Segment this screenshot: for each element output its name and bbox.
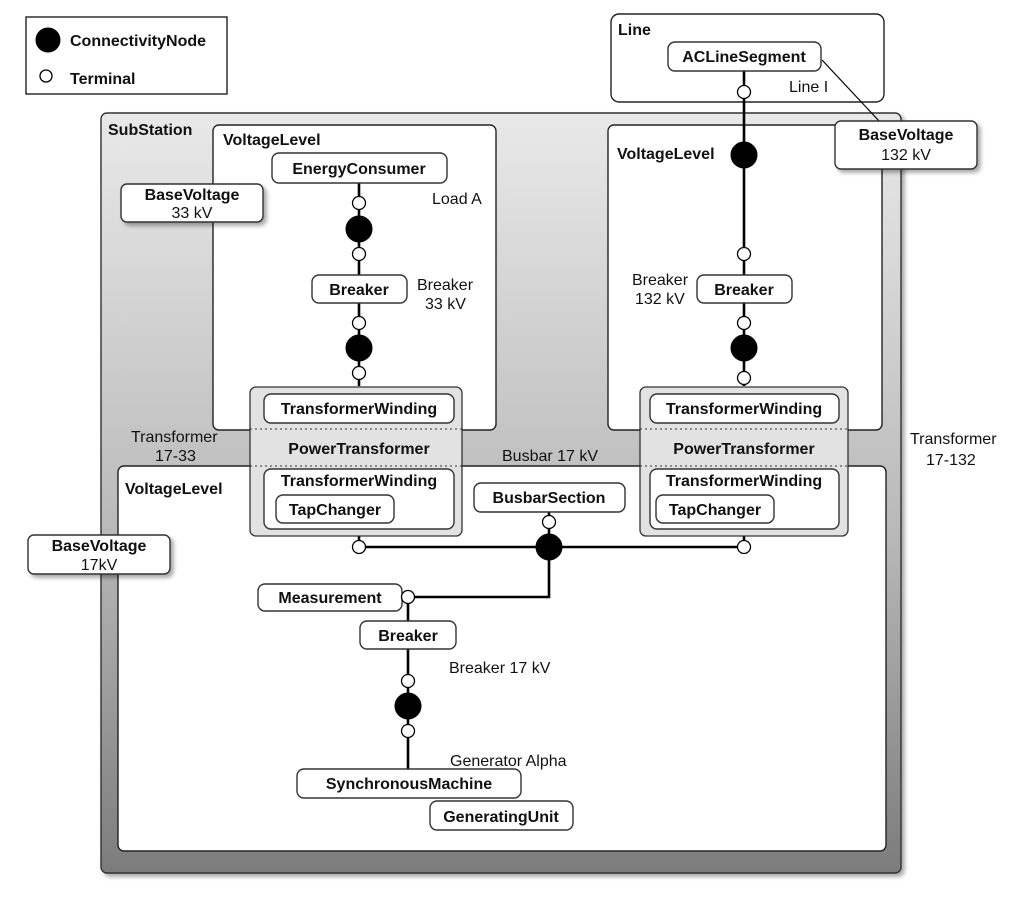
synchronous-machine-label: SynchronousMachine — [326, 776, 492, 793]
transformer-winding-right-top-box — [649, 393, 840, 424]
transformer-right-caption-line2: 17-132 — [926, 452, 976, 469]
base-voltage-33-value: 33 kV — [172, 205, 213, 222]
voltage-level-17-box — [117, 465, 887, 852]
substation-title: SubStation — [108, 122, 192, 139]
energy-consumer-label: EnergyConsumer — [292, 161, 425, 178]
breaker-17-label: Breaker — [378, 628, 438, 645]
breaker-132-caption-line1: Breaker — [632, 272, 689, 289]
breaker-33-caption-line1: Breaker — [417, 277, 474, 294]
connectivity-node — [535, 533, 563, 561]
connectivity-node — [730, 334, 758, 362]
voltage-level-132-title: VoltageLevel — [617, 146, 715, 163]
base-voltage-17-title: BaseVoltage — [52, 538, 147, 555]
transformer-left-caption-line1: Transformer — [131, 429, 218, 446]
terminal — [351, 195, 367, 211]
basevoltage-connector — [821, 59, 881, 123]
bay-33: EnergyConsumer Load A Breaker Breaker 33… — [271, 152, 482, 313]
base-voltage-17: BaseVoltage 17kV — [27, 534, 171, 575]
base-voltage-132: BaseVoltage 132 kV — [834, 120, 978, 170]
terminal — [351, 315, 367, 331]
connectivity-node — [345, 334, 373, 362]
legend-connectivity-node-label: ConnectivityNode — [70, 33, 206, 50]
breaker-17-caption: Breaker 17 kV — [449, 660, 551, 677]
terminal — [736, 84, 752, 100]
power-transformer-right-label: PowerTransformer — [673, 441, 814, 458]
base-voltage-33-box — [120, 183, 264, 223]
bay-132: Breaker Breaker 132 kV — [632, 272, 793, 308]
base-voltage-132-value: 132 kV — [881, 147, 931, 164]
generating-unit-box — [429, 800, 574, 831]
terminal — [736, 539, 752, 555]
base-voltage-17-box — [27, 534, 171, 575]
transformer-winding-left-bottom-label: TransformerWinding — [281, 473, 437, 490]
legend-box — [25, 16, 228, 95]
transformer-17-33: TransformerWinding PowerTransformer Tran… — [131, 386, 463, 537]
terminal — [351, 365, 367, 381]
tap-changer-right-label: TapChanger — [669, 502, 761, 519]
tap-changer-right-box — [655, 494, 775, 524]
transformer-winding-right-bottom-label: TransformerWinding — [666, 473, 822, 490]
voltage-level-33-title: VoltageLevel — [223, 132, 321, 149]
terminal-legend-icon — [39, 69, 53, 83]
transformer-right-caption-line1: Transformer — [910, 431, 997, 448]
terminal — [736, 315, 752, 331]
terminal — [351, 246, 367, 262]
terminal — [541, 514, 557, 530]
transformer-left-caption-line2: 17-33 — [155, 448, 196, 465]
connectivity-node — [730, 141, 758, 169]
base-voltage-17-value: 17kV — [81, 557, 118, 574]
power-transformer-left-label: PowerTransformer — [288, 441, 429, 458]
ac-line-segment-box — [667, 41, 822, 72]
base-voltage-33-title: BaseVoltage — [145, 187, 240, 204]
base-voltage-132-title: BaseVoltage — [859, 127, 954, 144]
connectivity-node-legend-icon — [35, 27, 61, 53]
wire-measurement — [408, 547, 551, 599]
busbar-section-box — [473, 482, 626, 513]
synchronous-machine-box — [296, 768, 522, 799]
voltage-level-17-title: VoltageLevel — [125, 481, 223, 498]
terminal — [400, 589, 416, 605]
connectivity-node — [394, 692, 422, 720]
generator-caption: Generator Alpha — [450, 753, 567, 770]
measurement-label: Measurement — [278, 590, 382, 607]
bay-17: Busbar 17 kV BusbarSection Measurement B… — [257, 448, 626, 831]
busbar-caption: Busbar 17 kV — [502, 448, 598, 465]
terminal — [736, 246, 752, 262]
terminal — [736, 370, 752, 386]
line-title: Line — [618, 22, 651, 39]
connectivity-nodes — [345, 141, 758, 720]
generating-unit-label: GeneratingUnit — [443, 809, 559, 826]
transformer-17-132: TransformerWinding PowerTransformer Tran… — [639, 386, 997, 537]
ac-line-segment: ACLineSegment Line I — [667, 41, 828, 96]
terminals — [351, 84, 752, 739]
transformer-winding-right-top-label: TransformerWinding — [666, 401, 822, 418]
breaker-132-box — [696, 274, 793, 304]
breaker-33-caption-line2: 33 kV — [425, 296, 466, 313]
breaker-33-box — [311, 274, 408, 304]
breaker-17-box — [359, 620, 457, 650]
transformer-winding-left-top-label: TransformerWinding — [281, 401, 437, 418]
ac-line-segment-label: ACLineSegment — [682, 49, 806, 66]
busbar-section-label: BusbarSection — [493, 490, 606, 507]
legend-terminal-label: Terminal — [70, 71, 136, 88]
base-voltage-33: BaseVoltage 33 kV — [120, 183, 264, 223]
transformer-winding-left-top-box — [263, 393, 455, 424]
terminal — [400, 673, 416, 689]
connectivity-node — [345, 215, 373, 243]
tap-changer-left-label: TapChanger — [289, 502, 381, 519]
tap-changer-left-box — [275, 494, 395, 524]
terminal — [400, 723, 416, 739]
energy-consumer-box — [271, 152, 448, 184]
breaker-132-caption-line2: 132 kV — [635, 291, 685, 308]
base-voltage-132-box — [834, 120, 978, 170]
load-caption: Load A — [432, 191, 482, 208]
terminal — [351, 539, 367, 555]
legend: ConnectivityNode Terminal — [25, 16, 228, 95]
breaker-33-label: Breaker — [329, 282, 389, 299]
line-caption: Line I — [789, 79, 828, 96]
breaker-132-label: Breaker — [714, 282, 774, 299]
